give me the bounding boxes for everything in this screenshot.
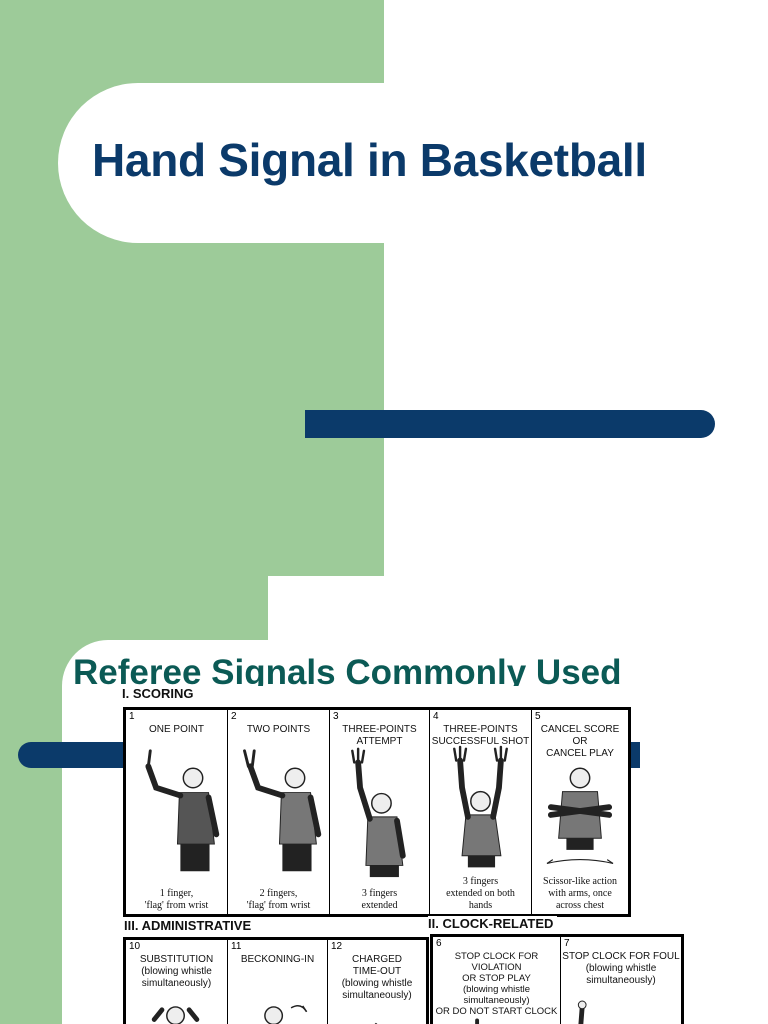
signal-description: 3 fingers extended on both hands <box>446 876 515 911</box>
signal-cell-two-points: 2 TWO POINTS 2 fingers, 'flag' from wris… <box>228 710 330 914</box>
referee-both-hands-three-fingers-icon <box>453 745 508 868</box>
referee-two-fingers-icon <box>243 749 322 872</box>
signal-name: STOP CLOCK FOR FOUL (blowing whistle sim… <box>562 951 680 986</box>
signal-name: CHARGED TIME-OUT (blowing whistle simult… <box>341 954 413 1001</box>
signal-cell-stop-clock-foul: 7 STOP CLOCK FOR FOUL (blowing whistle s… <box>561 937 681 1024</box>
signal-number: 1 <box>129 711 135 722</box>
referee-scissor-arms-icon <box>546 767 614 865</box>
signal-cell-three-points-successful: 4 THREE-POINTS SUCCESSFUL SHOT 3 fingers… <box>430 710 532 914</box>
signal-number: 12 <box>331 941 343 952</box>
signal-name: SUBSTITUTION (blowing whistle simultaneo… <box>139 954 214 989</box>
signal-name: BECKONING-IN <box>240 954 315 965</box>
signal-number: 11 <box>231 941 242 952</box>
scoring-signals-panel: 1 ONE POINT 1 finger, 'flag' from wrist … <box>123 707 631 917</box>
signal-number: 2 <box>231 711 237 722</box>
referee-three-fingers-icon <box>351 747 406 878</box>
signal-cell-three-points-attempt: 3 THREE-POINTS ATTEMPT 3 fingers extende… <box>330 710 430 914</box>
signal-number: 6 <box>436 938 442 949</box>
slide-title: Hand Signal in Basketball <box>92 134 647 186</box>
signal-name: STOP CLOCK FOR VIOLATION OR STOP PLAY (b… <box>435 951 558 1017</box>
signal-number: 3 <box>333 711 339 722</box>
signal-number: 7 <box>564 938 570 949</box>
signal-name: THREE-POINTS ATTEMPT <box>342 724 417 747</box>
slide-2: Referee Signals Commonly Used I. SCORING… <box>0 576 768 1024</box>
signal-description: 3 fingers extended <box>361 888 398 911</box>
signal-number: 5 <box>535 711 541 722</box>
referee-timeout-icon <box>374 1022 378 1024</box>
clock-signals-panel: 6 STOP CLOCK FOR VIOLATION OR STOP PLAY … <box>430 934 684 1024</box>
section-label-scoring: I. SCORING <box>122 686 194 701</box>
signal-name: ONE POINT <box>148 724 204 735</box>
administrative-signals-panel: 10 SUBSTITUTION (blowing whistle simulta… <box>123 937 429 1024</box>
referee-one-finger-icon <box>145 749 220 872</box>
title-pill-background <box>58 83 768 243</box>
referee-beckoning-icon <box>264 1004 308 1024</box>
signal-name: TWO POINTS <box>246 724 311 735</box>
signal-cell-cancel-score: 5 CANCEL SCORE OR CANCEL PLAY Scissor-li… <box>532 710 628 914</box>
signal-cell-charged-timeout: 12 CHARGED TIME-OUT (blowing whistle sim… <box>328 940 426 1024</box>
signal-name: THREE-POINTS SUCCESSFUL SHOT <box>431 724 530 747</box>
section-label-administrative: III. ADMINISTRATIVE <box>124 918 258 933</box>
signal-cell-substitution: 10 SUBSTITUTION (blowing whistle simulta… <box>126 940 228 1024</box>
signal-number: 10 <box>129 941 141 952</box>
signal-description: 1 finger, 'flag' from wrist <box>144 888 209 911</box>
referee-fist-icon <box>577 1000 587 1024</box>
slide-subtitle: Referee Signals Commonly Used <box>73 653 622 686</box>
referee-substitution-icon <box>151 1006 200 1024</box>
signal-cell-beckoning-in: 11 BECKONING-IN <box>228 940 328 1024</box>
referee-open-hand-icon <box>475 1018 480 1024</box>
section-label-clock-related: II. CLOCK-RELATED <box>428 916 558 931</box>
signal-name: CANCEL SCORE OR CANCEL PLAY <box>540 724 620 759</box>
signal-description: Scissor-like action with arms, once acro… <box>543 876 617 911</box>
signal-cell-one-point: 1 ONE POINT 1 finger, 'flag' from wrist <box>126 710 228 914</box>
accent-bar <box>305 410 715 438</box>
signal-description: 2 fingers, 'flag' from wrist <box>246 888 311 911</box>
signal-cell-stop-clock-violation: 6 STOP CLOCK FOR VIOLATION OR STOP PLAY … <box>433 937 561 1024</box>
signal-number: 4 <box>433 711 439 722</box>
slide-1: Hand Signal in Basketball <box>0 0 768 576</box>
